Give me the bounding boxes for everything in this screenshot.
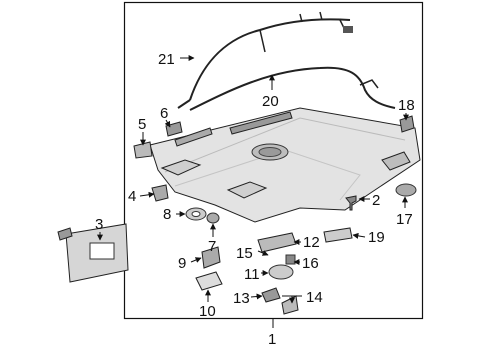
part-16-plug bbox=[285, 254, 296, 265]
part-13-clip bbox=[261, 287, 281, 303]
part-3-sun-visor bbox=[57, 223, 129, 283]
callout-12: 12 bbox=[303, 234, 320, 251]
headliner-panel bbox=[149, 107, 421, 223]
part-19-handle bbox=[323, 227, 353, 243]
callout-14: 14 bbox=[306, 289, 323, 306]
callout-3: 3 bbox=[95, 216, 103, 233]
callout-9: 9 bbox=[178, 255, 186, 272]
callout-4: 4 bbox=[128, 188, 136, 205]
callout-15: 15 bbox=[236, 245, 253, 262]
callout-18: 18 bbox=[398, 97, 415, 114]
callout-6: 6 bbox=[160, 105, 168, 122]
part-4-bracket bbox=[151, 184, 169, 202]
callout-19: 19 bbox=[368, 229, 385, 246]
callout-7: 7 bbox=[208, 238, 216, 255]
callout-labels: 1 2 3 4 5 6 7 8 9 10 11 12 13 14 15 16 1… bbox=[95, 51, 415, 348]
leader-lines bbox=[97, 55, 409, 328]
wire-harness-lower bbox=[189, 66, 396, 111]
part-17-cap bbox=[395, 183, 417, 197]
callout-20: 20 bbox=[262, 93, 279, 110]
part-8-washer bbox=[185, 207, 207, 221]
callout-2: 2 bbox=[372, 192, 380, 209]
callout-11: 11 bbox=[244, 266, 260, 283]
callout-10: 10 bbox=[199, 303, 216, 320]
callout-5: 5 bbox=[138, 116, 146, 133]
part-7-grommet bbox=[206, 212, 220, 224]
callout-1: 1 bbox=[268, 331, 276, 348]
callout-16: 16 bbox=[302, 255, 319, 272]
wire-harness-upper bbox=[177, 11, 353, 109]
part-2-pin bbox=[345, 195, 357, 211]
part-9-retainer bbox=[201, 246, 221, 269]
callout-21: 21 bbox=[158, 51, 175, 68]
callout-17: 17 bbox=[396, 211, 413, 228]
part-10-lamp bbox=[195, 271, 223, 291]
part-11-ring bbox=[268, 264, 294, 280]
callout-13: 13 bbox=[233, 290, 250, 307]
callout-8: 8 bbox=[163, 206, 171, 223]
